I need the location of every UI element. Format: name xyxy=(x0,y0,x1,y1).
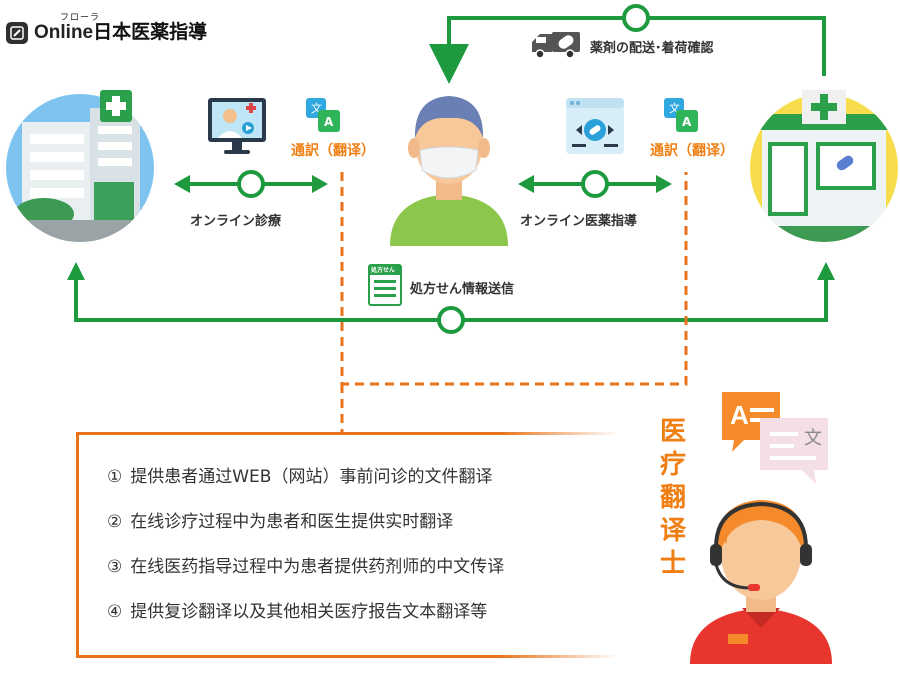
svg-text:文: 文 xyxy=(311,101,322,115)
svg-text:A: A xyxy=(730,400,749,430)
prescription-icon-text: 処方せん xyxy=(371,267,396,274)
svg-text:A: A xyxy=(324,115,334,129)
online-consult-label: オンライン診療 xyxy=(190,214,282,229)
svg-text:A: A xyxy=(682,115,692,129)
video-consult-icon xyxy=(206,96,268,156)
svg-text:文: 文 xyxy=(669,101,680,115)
translate-icon: 文 A xyxy=(304,96,342,134)
delivery-label: 薬剤の配送･着荷確認 xyxy=(590,41,714,56)
consult-arrow xyxy=(174,170,328,198)
prescription-label: 処方せん情報送信 xyxy=(410,282,515,297)
delivery-arrow xyxy=(429,4,826,84)
prescription-arrow xyxy=(67,262,835,334)
translator-title: 医疗翻译士 xyxy=(656,416,690,581)
translate-label-left: 通訳（翻译） xyxy=(291,143,375,159)
translate-label-right: 通訳（翻译） xyxy=(650,143,734,159)
online-pharma-label: オンライン医薬指導 xyxy=(520,214,638,229)
logo: フローラ Online 日本医薬指導 xyxy=(6,13,208,44)
pharma-arrow xyxy=(518,170,672,198)
svg-text:文: 文 xyxy=(804,428,822,449)
logo-icon xyxy=(6,22,28,44)
pharma-screen-icon xyxy=(564,96,626,156)
translate-icon: 文 A xyxy=(662,96,700,134)
hospital-illustration xyxy=(4,86,160,252)
pharmacy-illustration xyxy=(744,86,900,252)
translator-illustration xyxy=(686,488,836,664)
logo-ruby: フローラ xyxy=(60,13,101,23)
logo-brand-jp: 日本医薬指導 xyxy=(93,21,208,43)
logo-brand-en: Online xyxy=(34,22,94,43)
translator-title-text: 医疗翻译士 xyxy=(659,417,686,579)
patient-illustration xyxy=(386,86,512,246)
prescription-doc-icon: 処方せん xyxy=(368,264,402,306)
translation-dashed-bracket xyxy=(340,172,688,432)
translation-bubbles-icon: A 文 xyxy=(718,388,834,488)
delivery-truck-icon xyxy=(530,30,582,60)
